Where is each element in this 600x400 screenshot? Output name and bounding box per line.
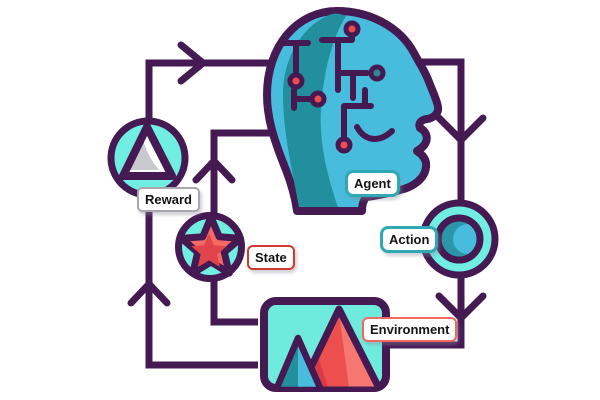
arrowheads bbox=[127, 41, 487, 322]
circuit-node-red bbox=[335, 136, 353, 154]
arrow-down-to-environment-icon bbox=[435, 292, 487, 322]
environment-label: Environment bbox=[362, 317, 458, 342]
circuit-node-teal bbox=[368, 64, 386, 82]
circuit-node-red bbox=[343, 20, 361, 38]
agent-label: Agent bbox=[345, 170, 400, 197]
arrow-up-to-reward-icon bbox=[127, 280, 171, 307]
arrow-up-to-agent-icon bbox=[192, 157, 236, 184]
state-label: State bbox=[247, 245, 295, 270]
circuit-node-red bbox=[309, 90, 327, 108]
small-mountain-outline bbox=[272, 334, 325, 387]
reward-label: Reward bbox=[137, 187, 200, 212]
state-node bbox=[175, 212, 245, 282]
triangle-icon bbox=[119, 123, 176, 180]
circuit-traces bbox=[281, 31, 374, 139]
reward-node bbox=[107, 117, 189, 199]
arrow-down-to-action-icon bbox=[435, 114, 487, 144]
environment-node bbox=[260, 297, 390, 392]
mountains-icon bbox=[272, 305, 383, 387]
triangle-shadow bbox=[129, 140, 159, 170]
edge-environment-reward-agent bbox=[145, 59, 296, 369]
circuit-node-red bbox=[287, 72, 305, 90]
circuit-nodes bbox=[287, 20, 386, 154]
smile-icon bbox=[354, 124, 395, 142]
arrow-right-to-agent-icon bbox=[177, 41, 207, 85]
agent-head-icon bbox=[263, 7, 443, 215]
action-label: Action bbox=[380, 226, 439, 253]
star-inner-shade bbox=[191, 233, 227, 267]
big-mountain-outline bbox=[296, 305, 383, 387]
